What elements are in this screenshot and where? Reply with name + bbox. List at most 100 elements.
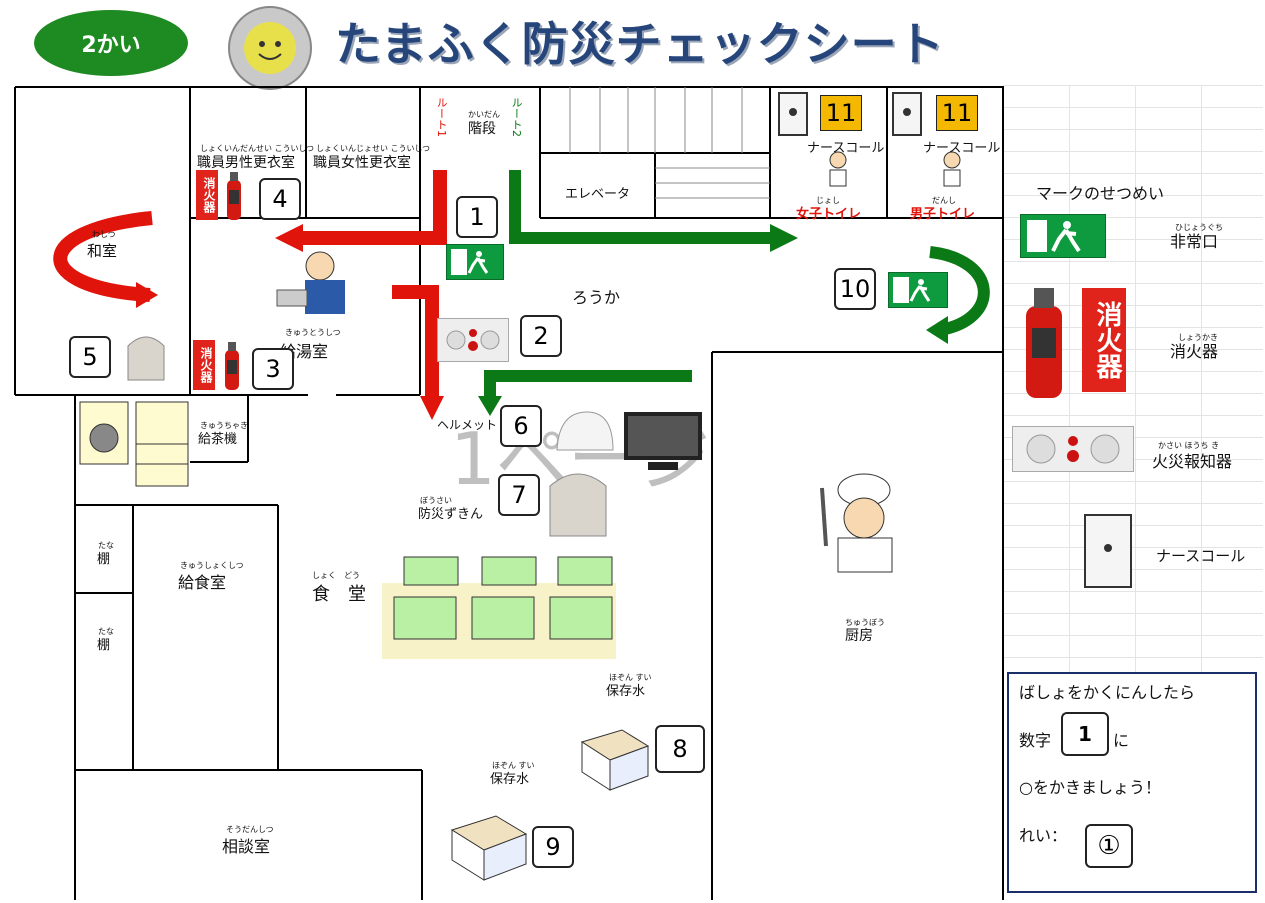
washitsu-label: 和室 bbox=[87, 242, 118, 260]
water-box-icon-8 bbox=[580, 729, 650, 791]
legend-alarm-label: 火災報知器 bbox=[1152, 452, 1233, 471]
kyuto-ruby: きゅうとうしつ bbox=[285, 328, 341, 337]
nurse-call-women-icon bbox=[778, 92, 808, 136]
nurse-call-men-icon bbox=[892, 92, 922, 136]
legend-alarm-ruby: かさい ほうち き bbox=[1158, 441, 1220, 450]
water2-label: 保存水 bbox=[490, 772, 530, 787]
checkpoint-2[interactable]: 2 bbox=[520, 315, 562, 357]
water2-ruby: ほぞん すい bbox=[492, 761, 535, 770]
legend-exit-ruby: ひじょうぐち bbox=[1175, 223, 1223, 232]
checkpoint-9[interactable]: 9 bbox=[532, 826, 574, 868]
legend-extinguisher-sign: 消火器 bbox=[1082, 288, 1126, 392]
refrigerator-icon bbox=[135, 401, 189, 487]
kyucha-ruby: きゅうちゃき bbox=[200, 421, 248, 430]
checkpoint-11-men[interactable]: 11 bbox=[936, 95, 978, 131]
checkpoint-10[interactable]: 10 bbox=[834, 268, 876, 310]
bosai-zukin-icon-5 bbox=[127, 336, 165, 381]
instruction-line1: ばしょをかくにんしたら bbox=[1019, 683, 1196, 702]
legend-nurse-call-icon bbox=[1084, 514, 1132, 588]
elevator-label: エレベータ bbox=[565, 187, 631, 202]
legend-extinguisher-label: 消火器 bbox=[1170, 342, 1219, 361]
handwash-icon bbox=[276, 251, 345, 314]
instruction-line4: れい： bbox=[1019, 826, 1068, 845]
shokudo-label: 食 堂 bbox=[312, 584, 366, 605]
legend-extinguisher-ruby: しょうかき bbox=[1178, 333, 1218, 342]
instruction-box: ばしょをかくにんしたら 数字 1 に ○をかきましょう！ れい： ① bbox=[1007, 672, 1257, 893]
instruction-line3: ○をかきましょう！ bbox=[1019, 778, 1161, 797]
shelf2-label: 棚 bbox=[97, 638, 111, 653]
floor-badge: 2かい bbox=[34, 10, 188, 76]
route2-arrowhead-curve bbox=[926, 316, 948, 344]
kyushoku-label: 給食室 bbox=[178, 573, 227, 592]
checkpoint-11-women[interactable]: 11 bbox=[820, 95, 862, 131]
zukin-label: 防災ずきん bbox=[418, 507, 484, 522]
checkpoint-4[interactable]: 4 bbox=[259, 178, 301, 220]
nurse-call-men-label: ナースコール bbox=[923, 141, 1001, 156]
legend-title: マークのせつめい bbox=[1036, 184, 1165, 203]
men-toilet-label: 男子トイレ bbox=[910, 207, 976, 222]
legend-exit-icon bbox=[1020, 214, 1106, 258]
washing-machine-icon bbox=[79, 401, 129, 465]
extinguisher-icon-4 bbox=[227, 172, 241, 220]
extinguisher-sign-4: 消火器 bbox=[196, 170, 218, 220]
water1-label: 保存水 bbox=[606, 684, 646, 699]
exit-sign-icon bbox=[446, 244, 504, 280]
soudan-ruby: そうだんしつ bbox=[226, 825, 274, 834]
tv-icon bbox=[624, 412, 702, 470]
male-locker-ruby: しょくいんだんせい こういしつ bbox=[200, 144, 315, 153]
checkpoint-7[interactable]: 7 bbox=[498, 474, 540, 516]
women-toilet-icon bbox=[829, 151, 847, 187]
instruction-line2-suffix: に bbox=[1113, 731, 1130, 750]
shelf2-ruby: たな bbox=[98, 627, 114, 636]
route1-label: ルート1 bbox=[435, 97, 448, 137]
kitchen-label: 厨房 bbox=[845, 628, 873, 644]
men-toilet-ruby: だんし bbox=[932, 196, 956, 205]
kyushoku-ruby: きゅうしょくしつ bbox=[180, 561, 244, 570]
checkpoint-8[interactable]: 8 bbox=[655, 725, 705, 773]
checkpoint-1[interactable]: 1 bbox=[456, 196, 498, 238]
chef-icon bbox=[820, 473, 893, 573]
legend-extinguisher-icon bbox=[1026, 288, 1062, 398]
stairs-ruby: かいだん bbox=[468, 110, 500, 119]
helmet-icon bbox=[556, 411, 614, 451]
kyucha-label: 給茶機 bbox=[198, 432, 238, 447]
legend-exit-label: 非常口 bbox=[1170, 232, 1219, 251]
checkpoint-6[interactable]: 6 bbox=[500, 405, 542, 447]
zukin-ruby: ぼうさい bbox=[420, 496, 452, 505]
nurse-call-women-label: ナースコール bbox=[807, 141, 885, 156]
water1-ruby: ほぞん すい bbox=[609, 673, 652, 682]
shelf1-label: 棚 bbox=[97, 552, 111, 567]
male-locker-label: 職員男性更衣室 bbox=[197, 155, 295, 171]
smile-face-icon bbox=[244, 22, 296, 74]
shokudo-ruby: しょく どう bbox=[312, 571, 360, 580]
extinguisher-icon-3 bbox=[225, 342, 239, 390]
instruction-line2-prefix: 数字 bbox=[1019, 731, 1052, 750]
kitchen-ruby: ちゅうぼう bbox=[845, 618, 885, 627]
helmet-label: ヘルメット bbox=[437, 418, 498, 432]
female-locker-ruby: しょくいんじょせい こういしつ bbox=[316, 144, 431, 153]
washitsu-ruby: わしつ bbox=[92, 230, 116, 239]
washitsu-arrowhead bbox=[136, 282, 158, 308]
route2-label: ルート2 bbox=[510, 97, 523, 137]
route2-arrowhead-down bbox=[478, 396, 502, 416]
corridor-label: ろうか bbox=[572, 288, 621, 307]
page-title: たまふく防災チェックシート bbox=[335, 17, 945, 71]
instruction-number-box: 1 bbox=[1061, 712, 1109, 756]
checkpoint-5[interactable]: 5 bbox=[69, 336, 111, 378]
extinguisher-sign-3: 消火器 bbox=[193, 340, 215, 390]
men-toilet-icon bbox=[943, 151, 961, 187]
floor-label: 2かい bbox=[81, 33, 141, 58]
female-locker-label: 職員女性更衣室 bbox=[313, 155, 411, 171]
exit-sign-corridor-icon bbox=[888, 272, 948, 308]
soudan-label: 相談室 bbox=[222, 837, 271, 856]
route1-arrowhead-left bbox=[275, 224, 303, 252]
route1-arrowhead-down bbox=[420, 396, 444, 420]
instruction-example-box: ① bbox=[1085, 824, 1133, 868]
legend-nurse-label: ナースコール bbox=[1156, 547, 1246, 565]
women-toilet-ruby: じょし bbox=[816, 196, 840, 205]
checkpoint-3[interactable]: 3 bbox=[252, 348, 294, 390]
bosai-zukin-icon-7 bbox=[549, 473, 607, 537]
fire-alarm-icon bbox=[437, 318, 509, 362]
legend-fire-alarm-icon bbox=[1012, 426, 1134, 472]
